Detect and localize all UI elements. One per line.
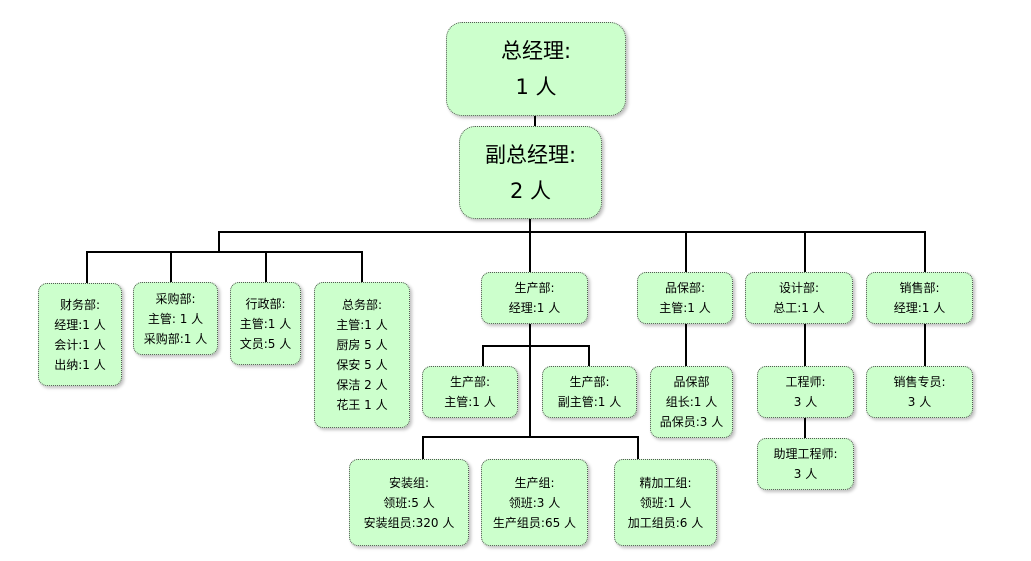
connector (529, 218, 531, 232)
box-text-line: 主管: 1 人 (147, 311, 204, 326)
connector (804, 323, 806, 366)
finance-dept-box: 财务部: 经理:1 人会计:1 人出纳:1 人 (38, 283, 122, 386)
box-text-line: 安装组: (388, 475, 430, 490)
box-text-line: 采购部: (155, 291, 196, 306)
connector (361, 251, 363, 282)
box-text-line: 主管:1 人 (659, 301, 711, 315)
design-dept-box: 设计部: 总工:1 人 (745, 272, 853, 324)
connector (482, 345, 590, 347)
box-text-line: 采购部:1 人 (143, 331, 208, 346)
connector (86, 251, 363, 253)
box-text-line: 工程师: (785, 375, 826, 389)
box-text-line: 主管:1 人 (239, 316, 292, 331)
box-text-line: 生产部: (569, 375, 610, 389)
connector (588, 345, 590, 366)
box-text-line: 3 人 (793, 395, 818, 409)
connector (804, 231, 806, 272)
finishing-group-box: 精加工组: 领班:1 人加工组员:6 人 (614, 459, 717, 546)
production-supervisor-box: 生产部: 主管:1 人 (422, 366, 518, 418)
connector (924, 323, 926, 366)
box-text-line: 经理:1 人 (508, 301, 561, 315)
box-text-line: 品保员:3 人 (659, 415, 724, 429)
box-text-line: 出纳:1 人 (54, 357, 106, 372)
box-text-line: 经理:1 人 (54, 317, 106, 332)
box-text-line: 3 人 (793, 467, 818, 481)
box-text-line: 保安 5 人 (336, 358, 388, 372)
connector (924, 231, 926, 272)
box-text-line: 花王 1 人 (336, 398, 388, 412)
qa-team-box: 品保部组长:1 人品保员:3 人 (650, 366, 733, 438)
box-text-line: 生产部: (449, 375, 491, 389)
connector (529, 345, 531, 437)
production-dept-box: 生产部: 经理:1 人 (481, 272, 588, 324)
connector (170, 251, 172, 283)
box-text-line: 生产部: (514, 281, 555, 295)
box-text-line: 安装组员:320 人 (363, 515, 455, 530)
box-text-line: 总务部: (341, 298, 383, 312)
box-text-line: 领班:3 人 (508, 495, 561, 510)
connector (685, 231, 687, 272)
connector (218, 231, 220, 252)
box-text-line: 加工组员:6 人 (627, 515, 704, 530)
box-text-line: 领班:1 人 (639, 495, 692, 510)
production-deputy-box: 生产部: 副主管:1 人 (542, 366, 637, 418)
connector (637, 436, 639, 459)
box-text-line: 会计:1 人 (54, 337, 106, 352)
admin-dept-box: 行政部: 主管:1 人文员:5 人 (230, 282, 301, 365)
box-text-line: 助理工程师: (773, 447, 838, 461)
box-text-line: 财务部: (59, 297, 101, 312)
box-text-line: 生产组: (514, 475, 555, 490)
qa-dept-box: 品保部: 主管:1 人 (637, 272, 733, 324)
box-text-line: 3 人 (907, 395, 932, 409)
box-text-line: 2 人 (509, 178, 552, 203)
box-text-line: 总工:1 人 (773, 301, 825, 315)
sales-dept-box: 销售部: 经理:1 人 (866, 272, 973, 324)
box-text-line: 品保部 (673, 375, 710, 389)
box-text-line: 主管:1 人 (444, 395, 496, 409)
box-text-line: 总经理: (500, 39, 572, 63)
box-text-line: 销售部: (899, 281, 940, 295)
box-text-line: 精加工组: (639, 475, 692, 490)
box-text-line: 销售专员: (893, 375, 946, 389)
box-text-line: 主管:1 人 (336, 318, 388, 332)
assistant-engineer-box: 助理工程师: 3 人 (757, 438, 854, 490)
box-text-line: 组长:1 人 (665, 395, 718, 409)
box-text-line: 1 人 (515, 75, 557, 99)
connector (804, 417, 806, 438)
box-text-line: 厨房 5 人 (336, 338, 388, 352)
box-text-line: 文员:5 人 (239, 336, 292, 351)
sales-rep-box: 销售专员: 3 人 (866, 366, 973, 418)
general-affairs-dept-box: 总务部: 主管:1 人厨房 5 人保安 5 人保洁 2 人花王 1 人 (314, 282, 410, 428)
box-text-line: 副总经理: (484, 142, 577, 167)
purchase-dept-box: 采购部: 主管: 1 人采购部:1 人 (133, 282, 218, 355)
connector (86, 251, 88, 283)
box-text-line: 经理:1 人 (893, 301, 946, 315)
connector (265, 251, 267, 282)
engineer-box: 工程师: 3 人 (757, 366, 854, 418)
connector (422, 436, 639, 438)
box-text-line: 行政部: (245, 296, 286, 311)
connector (218, 231, 926, 233)
connector (422, 436, 424, 459)
vice-general-manager-box: 副总经理: 2 人 (459, 126, 602, 219)
production-group-box: 生产组: 领班:3 人生产组员:65 人 (481, 459, 588, 546)
box-text-line: 品保部: (664, 281, 706, 295)
connector (529, 231, 531, 272)
connector (482, 345, 484, 366)
installation-group-box: 安装组: 领班:5 人安装组员:320 人 (349, 459, 469, 546)
box-text-line: 保洁 2 人 (336, 378, 388, 392)
box-text-line: 设计部: (778, 281, 820, 295)
general-manager-box: 总经理: 1 人 (446, 22, 626, 116)
connector (529, 323, 531, 346)
box-text-line: 副主管:1 人 (557, 395, 622, 409)
connector (534, 115, 536, 126)
box-text-line: 生产组员:65 人 (492, 515, 577, 530)
box-text-line: 领班:5 人 (383, 495, 435, 510)
connector (685, 323, 687, 366)
